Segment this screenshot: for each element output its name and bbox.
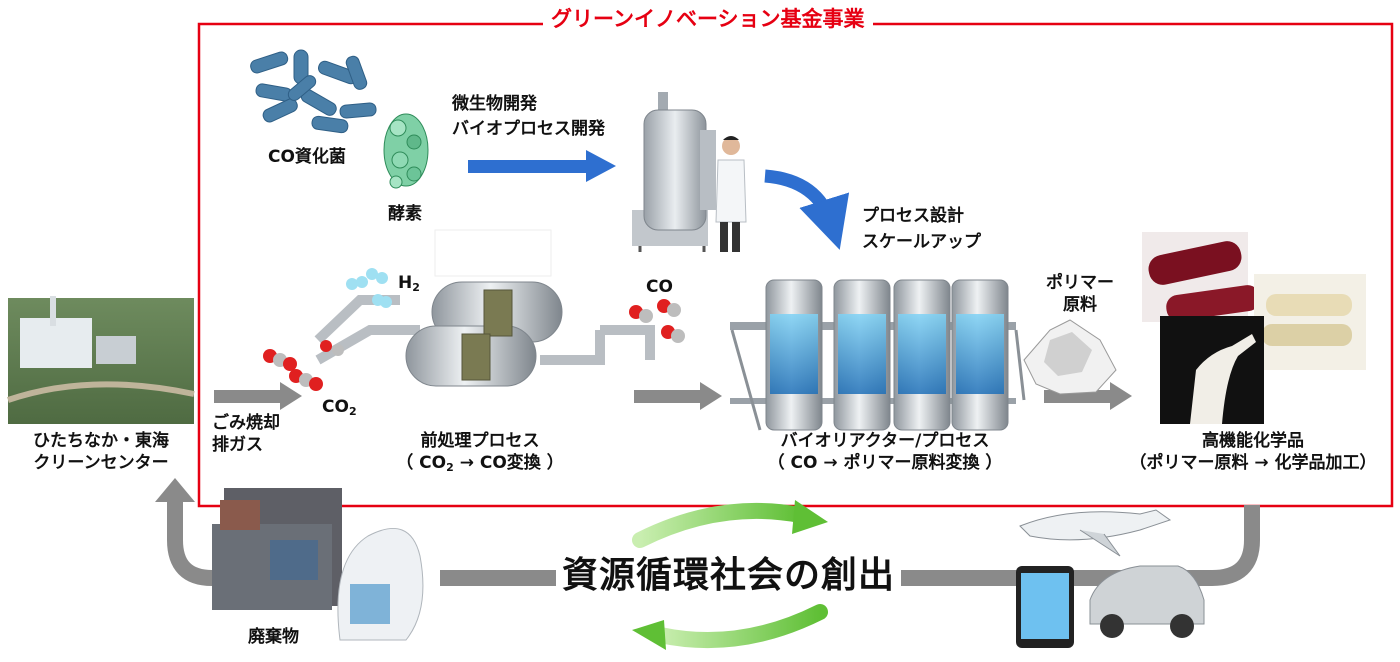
bioprocess-dev-label: バイオプロセス開発 (452, 119, 605, 139)
polymer-feedstock-icon (1023, 319, 1117, 395)
green-arrow-bottom (652, 604, 828, 649)
cleanup-center-photo (7, 296, 195, 424)
blue-arrow-straight (468, 150, 616, 182)
h2-label: H2 (398, 273, 420, 294)
co2-label: CO2 (322, 397, 357, 418)
scientist-icon (715, 136, 747, 252)
car-icon (1089, 565, 1205, 638)
process-design-label: プロセス設計 (862, 206, 964, 226)
chemicals-label: 高機能化学品（ポリマー原料 → 化学品加工） (1129, 431, 1377, 473)
co-bacteria-label: CO資化菌 (268, 147, 346, 167)
co-gas-label: CO (646, 277, 673, 297)
enzyme-label: 酵素 (388, 204, 422, 224)
scale-up-label: スケールアップ (862, 232, 981, 252)
co-bacteria-icon (250, 49, 377, 134)
circular-society-label: 資源循環社会の創出 (556, 556, 902, 596)
waste-label: 廃棄物 (248, 627, 299, 647)
cleanup-center-label: ひたちなか・東海クリーンセンター (33, 431, 169, 473)
polymer-feed-label: ポリマー原料 (1046, 273, 1114, 315)
fermenter-icon (632, 92, 716, 252)
pretreatment-label: 前処理プロセス （ CO2 → CO変換 ） (396, 431, 564, 474)
molecules-icon (263, 268, 685, 391)
gray-flow-arrows (214, 382, 1132, 410)
waste-icon (212, 488, 424, 641)
green-arrow-top (632, 502, 808, 548)
blue-arrow-curved (764, 169, 850, 250)
bioreactor-plant-icon (730, 279, 1026, 431)
chemicals-images (1142, 232, 1366, 424)
smartphone-icon (1016, 566, 1074, 648)
airplane-icon (1019, 509, 1172, 557)
return-loop-arrow (167, 500, 1260, 586)
pretreatment-reactors-icon (314, 281, 655, 387)
bioreactor-label: バイオリアクター/プロセス（ CO → ポリマー原料変換 ） (767, 431, 1003, 473)
loop-arrowhead (155, 478, 195, 502)
program-title: グリーンイノベーション基金事業 (543, 8, 873, 30)
waste-gas-label: ごみ焼却排ガス (212, 413, 280, 455)
microbe-dev-label: 微生物開発 (452, 94, 537, 114)
enzyme-icon (383, 113, 429, 189)
